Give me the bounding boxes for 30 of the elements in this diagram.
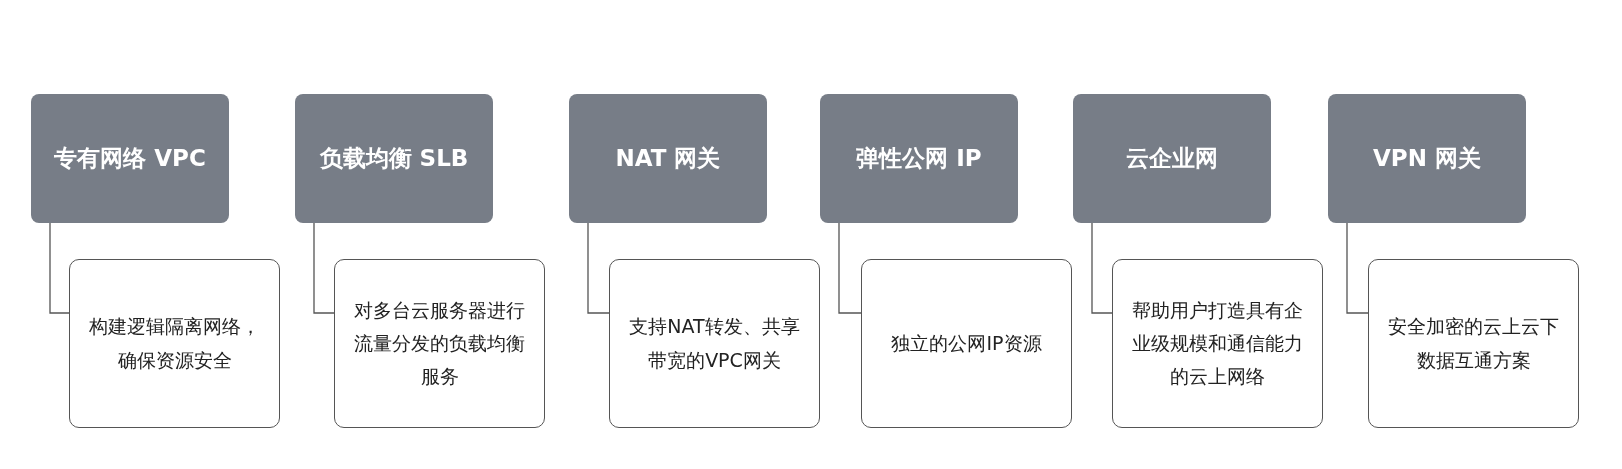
description-text: 对多台云服务器进行流量分发的负载均衡服务 bbox=[353, 297, 526, 390]
connector-line bbox=[1346, 222, 1369, 314]
connector-line bbox=[313, 222, 335, 314]
description-box bbox=[1368, 259, 1579, 428]
description-box bbox=[334, 259, 545, 428]
title-box bbox=[1328, 94, 1526, 223]
description-box bbox=[1112, 259, 1323, 428]
connector-line bbox=[49, 222, 70, 314]
title-box bbox=[1073, 94, 1271, 223]
description-box bbox=[69, 259, 280, 428]
connector-line bbox=[838, 222, 862, 314]
description-text: 帮助用户打造具有企业级规模和通信能力的云上网络 bbox=[1131, 297, 1304, 390]
title-box bbox=[569, 94, 767, 223]
title-text: 云企业网 bbox=[1126, 144, 1218, 173]
description-box bbox=[861, 259, 1072, 428]
connector-line bbox=[1091, 222, 1113, 314]
title-text: 负载均衡 SLB bbox=[319, 144, 469, 173]
title-text: NAT 网关 bbox=[615, 144, 721, 173]
description-text: 支持NAT转发、共享带宽的VPC网关 bbox=[628, 314, 801, 373]
title-box bbox=[31, 94, 229, 223]
description-box bbox=[609, 259, 820, 428]
description-text: 独立的公网IP资源 bbox=[891, 330, 1042, 356]
title-text: VPN 网关 bbox=[1373, 144, 1481, 173]
description-text: 安全加密的云上云下数据互通方案 bbox=[1387, 314, 1560, 373]
title-text: 弹性公网 IP bbox=[856, 144, 982, 173]
title-text: 专有网络 VPC bbox=[54, 144, 206, 173]
description-text: 构建逻辑隔离网络，确保资源安全 bbox=[88, 314, 261, 373]
connector-line bbox=[587, 222, 610, 314]
title-box bbox=[820, 94, 1018, 223]
title-box bbox=[295, 94, 493, 223]
